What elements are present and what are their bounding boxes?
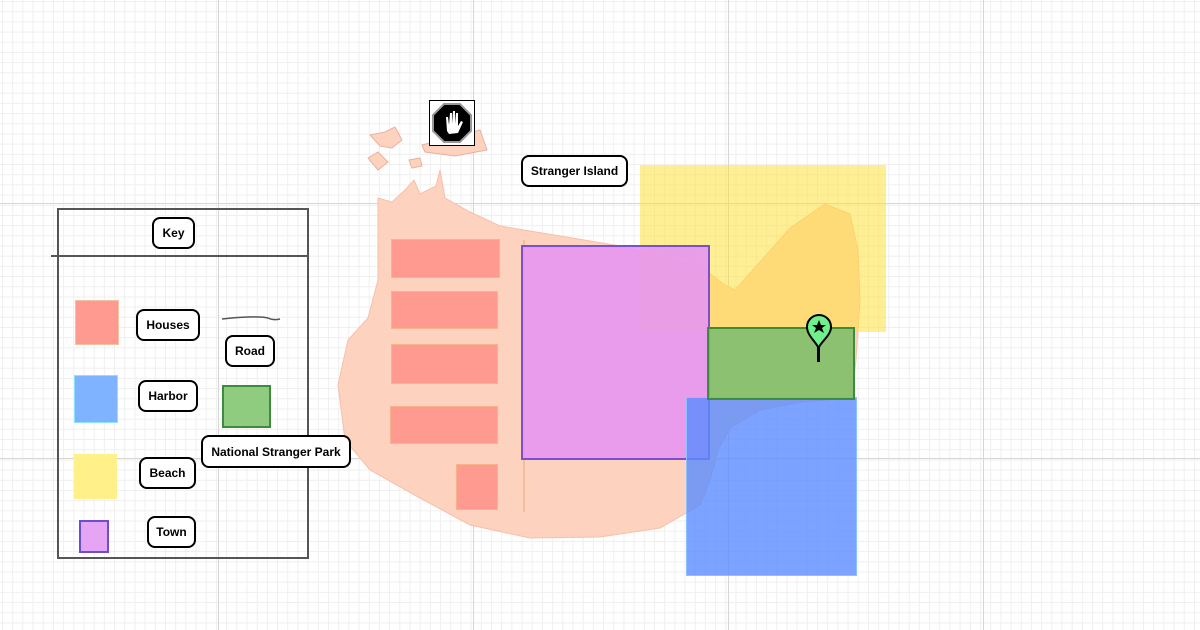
town-area [521, 245, 710, 460]
key-label-town: Town [147, 516, 196, 548]
house-5 [456, 464, 498, 510]
key-label-park: National Stranger Park [201, 435, 351, 468]
map-title-label: Stranger Island [521, 155, 628, 187]
key-label-beach: Beach [139, 457, 196, 489]
key-label-harbor: Harbor [138, 380, 198, 412]
house-2 [391, 291, 498, 329]
key-panel [57, 208, 309, 559]
key-road-line [221, 316, 281, 321]
map-pin-star-icon[interactable] [805, 313, 833, 368]
key-label-houses: Houses [136, 309, 200, 341]
islet-3 [408, 157, 423, 169]
islet-1 [369, 126, 403, 149]
house-4 [390, 406, 498, 444]
key-swatch-park [222, 385, 271, 428]
key-title: Key [152, 217, 195, 249]
key-swatch-town [79, 520, 109, 553]
harbor-area [686, 397, 857, 576]
key-swatch-houses [75, 300, 119, 345]
key-swatch-beach [74, 454, 117, 499]
key-label-road: Road [225, 335, 275, 367]
islet-2 [367, 151, 389, 171]
national-park-area [707, 327, 855, 400]
stop-hand-sign-icon [429, 100, 475, 146]
key-divider [51, 255, 309, 257]
house-3 [391, 344, 498, 384]
key-swatch-harbor [74, 375, 118, 423]
house-1 [391, 239, 500, 278]
